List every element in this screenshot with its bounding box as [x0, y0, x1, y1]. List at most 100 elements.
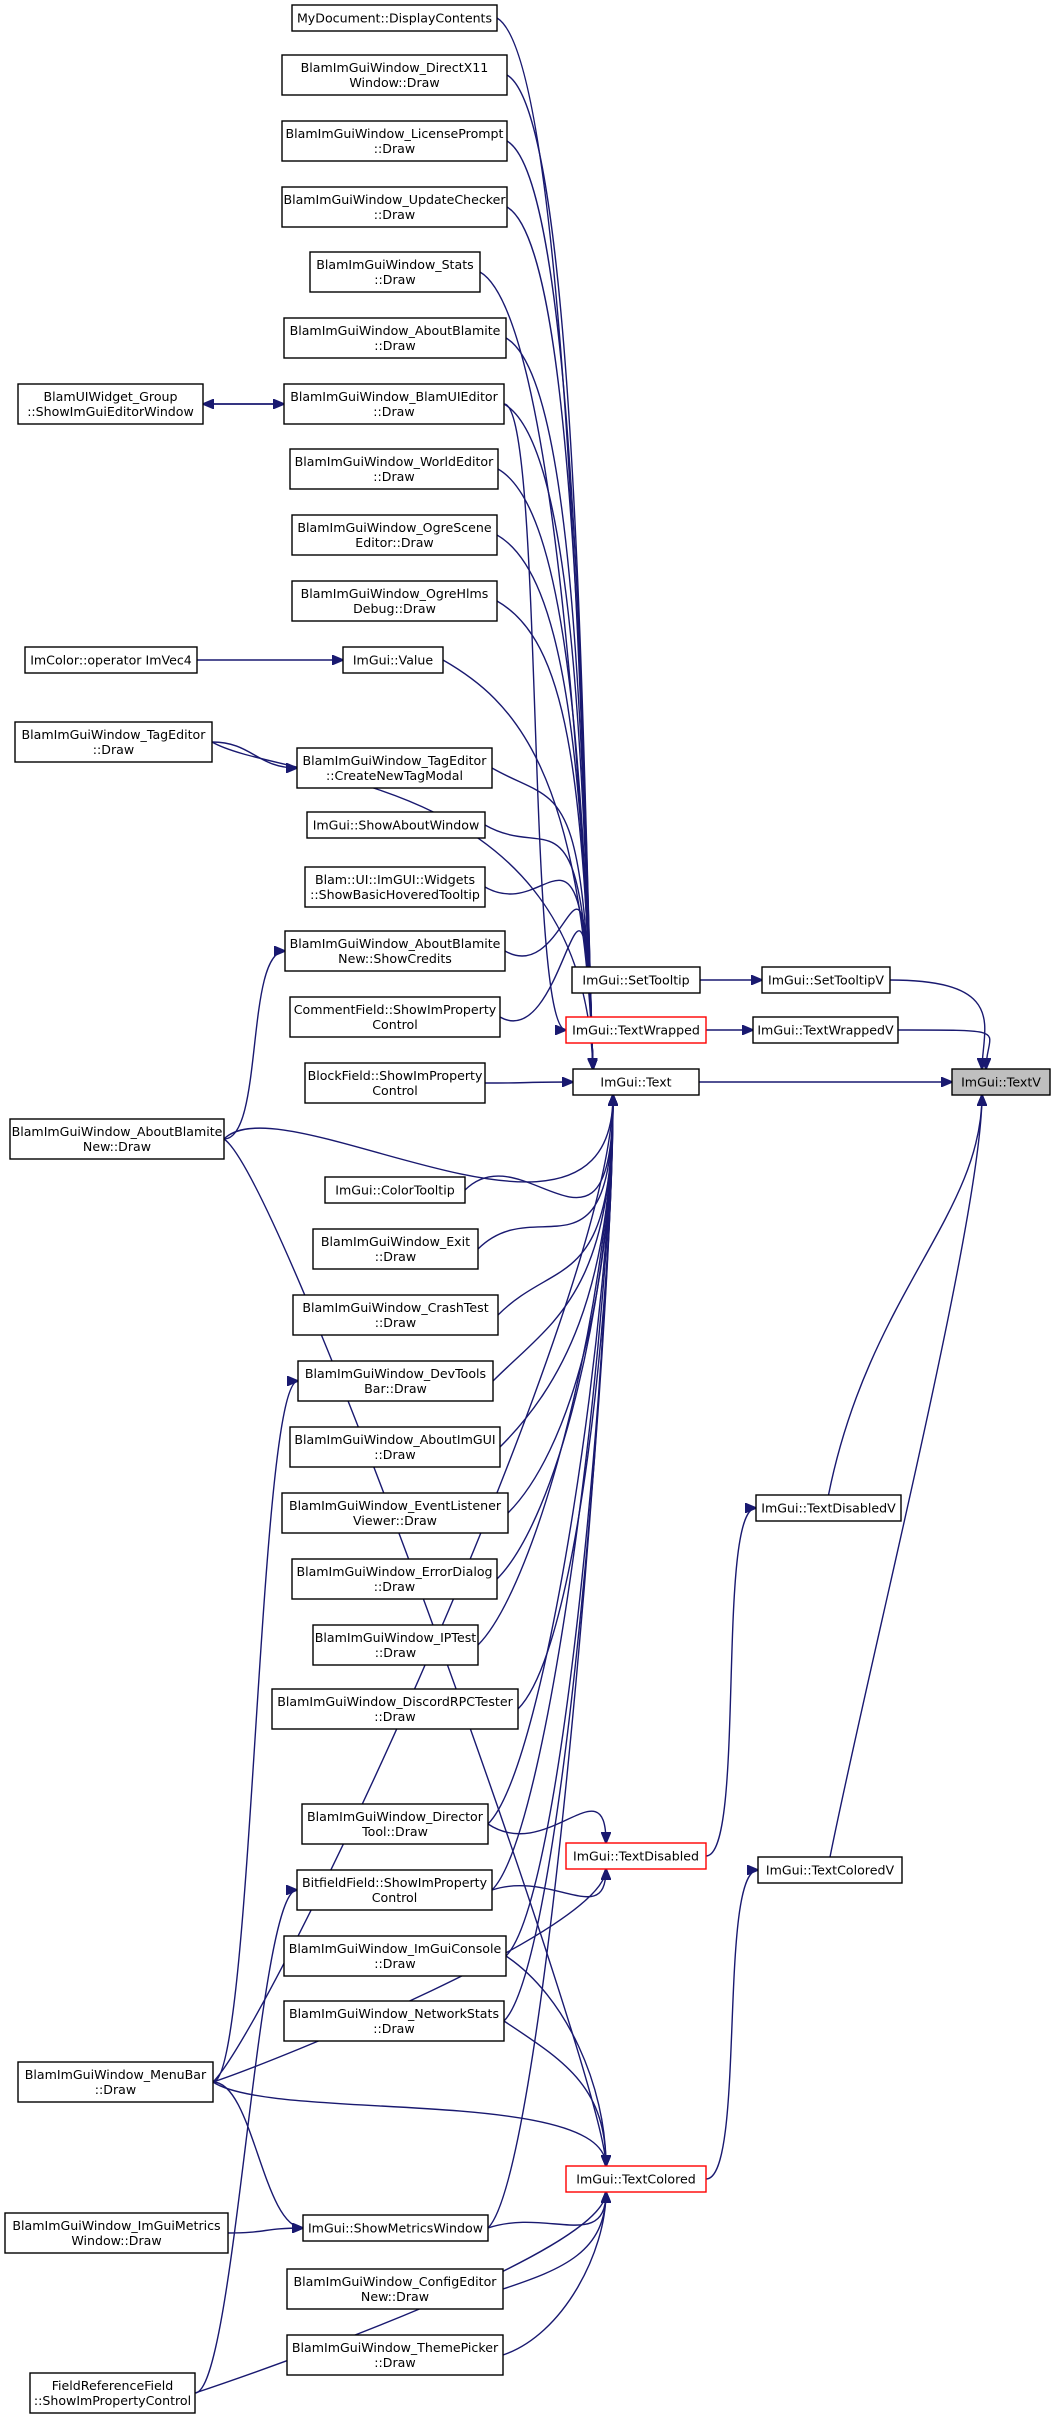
- node-box: [291, 580, 498, 622]
- node-t6[interactable]: ImGui::TextV: [951, 1068, 1051, 1096]
- node-n40[interactable]: FieldReferenceField::ShowImPropertyContr…: [29, 2372, 196, 2414]
- edge-n39-to-t10: [502, 2192, 606, 2356]
- node-label: Blam::UI::ImGUI::Widgets: [315, 872, 475, 887]
- node-box: [304, 1062, 486, 1104]
- edge-n14-to-t5: [211, 741, 593, 1069]
- node-label: ImGui::SetTooltip: [582, 973, 689, 988]
- node-n1[interactable]: MyDocument::DisplayContents: [291, 4, 498, 32]
- node-label: Debug::Draw: [353, 601, 436, 616]
- node-box: [283, 2000, 505, 2042]
- node-label: BlamImGuiWindow_UpdateChecker: [283, 192, 506, 207]
- edge-t10-to-t9: [705, 1870, 758, 2180]
- node-n26[interactable]: BlamImGuiWindow_AboutImGUI::Draw: [289, 1426, 501, 1468]
- node-label: ImGui::ShowMetricsWindow: [308, 2221, 483, 2236]
- node-label: New::ShowCredits: [338, 951, 452, 966]
- node-label: ImGui::Text: [600, 1075, 671, 1090]
- node-t1[interactable]: ImGui::SetTooltip: [571, 966, 701, 994]
- node-n4[interactable]: BlamImGuiWindow_UpdateChecker::Draw: [281, 186, 508, 228]
- node-label: BlockField::ShowImProperty: [308, 1068, 483, 1083]
- node-n19[interactable]: CommentField::ShowImPropertyControl: [289, 996, 501, 1038]
- node-n9[interactable]: BlamImGuiWindow_WorldEditor::Draw: [289, 448, 499, 490]
- node-n8[interactable]: BlamUIWidget_Group::ShowImGuiEditorWindo…: [17, 383, 204, 425]
- node-t4[interactable]: ImGui::TextWrappedV: [752, 1016, 899, 1044]
- node-n3[interactable]: BlamImGuiWindow_LicensePrompt::Draw: [281, 120, 508, 162]
- node-n28[interactable]: BlamImGuiWindow_ErrorDialog::Draw: [291, 1558, 498, 1600]
- node-box: [17, 383, 204, 425]
- node-n39[interactable]: BlamImGuiWindow_ThemePicker::Draw: [286, 2334, 504, 2376]
- node-n34[interactable]: BlamImGuiWindow_NetworkStats::Draw: [283, 2000, 505, 2042]
- node-label: Window::Draw: [349, 75, 439, 90]
- node-box: [281, 120, 508, 162]
- node-label: Control: [372, 1083, 418, 1098]
- node-n18[interactable]: BlamImGuiWindow_AboutBlamiteNew::ShowCre…: [284, 930, 506, 972]
- edge-n31-to-t8: [487, 1810, 606, 1843]
- node-n5[interactable]: BlamImGuiWindow_Stats::Draw: [309, 251, 481, 293]
- node-n20[interactable]: BlockField::ShowImPropertyControl: [304, 1062, 486, 1104]
- node-label: ::Draw: [375, 1645, 416, 1660]
- node-box: [752, 1016, 899, 1044]
- edge-n32-to-t5: [491, 1095, 613, 1891]
- node-label: CommentField::ShowImProperty: [294, 1002, 497, 1017]
- node-box: [306, 811, 486, 839]
- edge-n32-to-t8: [491, 1869, 606, 1898]
- node-n23[interactable]: BlamImGuiWindow_Exit::Draw: [312, 1228, 479, 1270]
- node-label: ::Draw: [373, 469, 414, 484]
- node-n30[interactable]: BlamImGuiWindow_DiscordRPCTester::Draw: [271, 1688, 519, 1730]
- node-label: ImGui::TextColoredV: [766, 1863, 895, 1878]
- node-box: [297, 1360, 494, 1402]
- node-n7[interactable]: BlamImGuiWindow_BlamUIEditor::Draw: [283, 383, 505, 425]
- node-n6[interactable]: BlamImGuiWindow_AboutBlamite::Draw: [283, 317, 507, 359]
- node-t5[interactable]: ImGui::Text: [572, 1068, 700, 1096]
- node-n12[interactable]: ImColor::operator ImVec4: [24, 646, 198, 674]
- node-label: BlamImGuiWindow_AboutImGUI: [294, 1432, 495, 1447]
- node-t8[interactable]: ImGui::TextDisabled: [565, 1842, 707, 1870]
- node-box: [565, 2165, 707, 2193]
- node-n17[interactable]: Blam::UI::ImGUI::Widgets::ShowBasicHover…: [304, 866, 486, 908]
- node-n32[interactable]: BitfieldField::ShowImPropertyControl: [296, 1869, 493, 1911]
- node-n14[interactable]: BlamImGuiWindow_TagEditor::Draw: [14, 721, 213, 763]
- node-label: ::Draw: [374, 272, 415, 287]
- node-n13[interactable]: ImGui::Value: [342, 646, 444, 674]
- node-box: [302, 2214, 489, 2242]
- edge-n22-to-t5: [464, 1095, 613, 1199]
- node-n29[interactable]: BlamImGuiWindow_IPTest::Draw: [312, 1624, 479, 1666]
- node-label: BlamImGuiWindow_NetworkStats: [289, 2006, 499, 2021]
- node-n27[interactable]: BlamImGuiWindow_EventListenerViewer::Dra…: [281, 1492, 509, 1534]
- node-n15[interactable]: BlamImGuiWindow_TagEditor::CreateNewTagM…: [296, 747, 493, 789]
- node-n24[interactable]: BlamImGuiWindow_CrashTest::Draw: [292, 1294, 499, 1336]
- node-label: ::Draw: [95, 2082, 136, 2097]
- node-label: FieldReferenceField: [52, 2378, 174, 2393]
- node-box: [17, 2061, 214, 2103]
- node-box: [283, 383, 505, 425]
- edge-t4-to-t6: [897, 1029, 990, 1069]
- node-label: ::Draw: [373, 404, 414, 419]
- node-box: [283, 317, 507, 359]
- node-t2[interactable]: ImGui::SetTooltipV: [761, 966, 891, 994]
- node-label: BlamImGuiWindow_Exit: [321, 1234, 470, 1249]
- node-box: [291, 514, 498, 556]
- node-label: ImGui::TextWrappedV: [757, 1023, 894, 1038]
- node-label: ImGui::ColorTooltip: [335, 1183, 454, 1198]
- node-t3[interactable]: ImGui::TextWrapped: [565, 1016, 707, 1044]
- node-label: BlamImGuiWindow_AboutBlamite: [290, 323, 501, 338]
- node-n22[interactable]: ImGui::ColorTooltip: [324, 1176, 466, 1204]
- node-t10[interactable]: ImGui::TextColored: [565, 2165, 707, 2193]
- edge-n21-to-t5: [223, 1095, 613, 1183]
- node-t7[interactable]: ImGui::TextDisabledV: [755, 1494, 902, 1522]
- node-box: [565, 1016, 707, 1044]
- node-n16[interactable]: ImGui::ShowAboutWindow: [306, 811, 486, 839]
- node-label: ::Draw: [374, 1709, 415, 1724]
- node-n33[interactable]: BlamImGuiWindow_ImGuiConsole::Draw: [283, 1935, 507, 1977]
- node-t9[interactable]: ImGui::TextColoredV: [757, 1856, 903, 1884]
- nodes: MyDocument::DisplayContentsBlamImGuiWind…: [4, 4, 1051, 2414]
- node-n37[interactable]: ImGui::ShowMetricsWindow: [302, 2214, 489, 2242]
- node-n35[interactable]: BlamImGuiWindow_MenuBar::Draw: [17, 2061, 214, 2103]
